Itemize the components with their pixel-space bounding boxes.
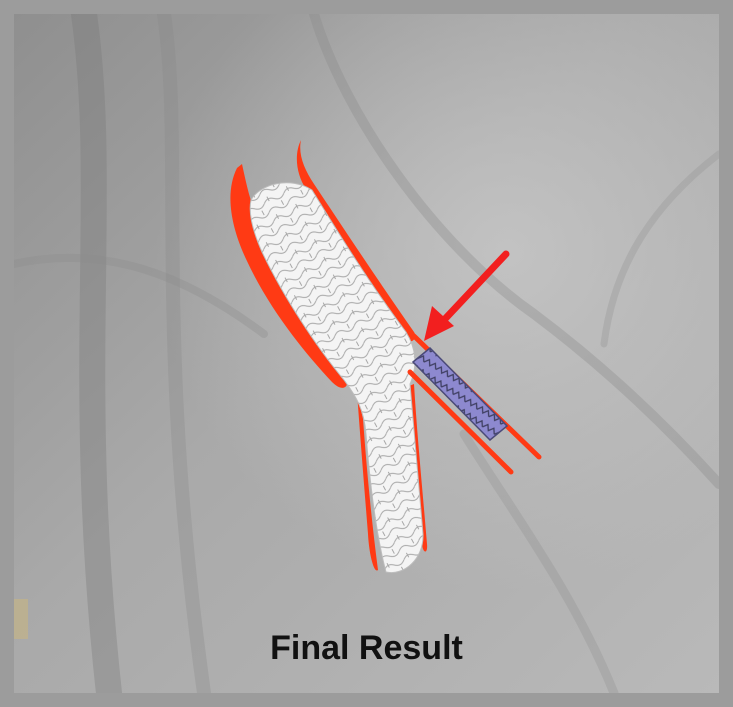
figure-caption: Final Result bbox=[14, 629, 719, 668]
angiogram-diagram bbox=[14, 14, 719, 693]
